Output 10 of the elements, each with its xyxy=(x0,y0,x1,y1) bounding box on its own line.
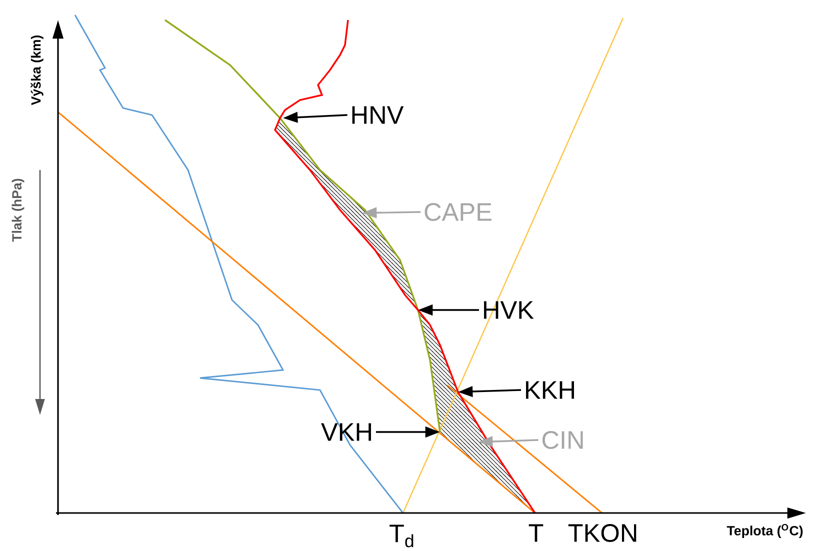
axis-value-label: T$_{d}$ xyxy=(390,524,414,548)
axis-value-label: TKON xyxy=(568,524,636,542)
point-label: KKH xyxy=(526,381,574,399)
point-label: CAPE xyxy=(424,203,492,221)
axis-value-label: T xyxy=(528,524,544,542)
axis-label: Tlak (hPa) xyxy=(12,178,24,242)
point-label: HNV xyxy=(352,106,404,124)
point-label: CIN xyxy=(542,431,583,449)
axis-label: Výška (km) xyxy=(30,35,44,106)
axis-label: Teplota ($^{O}$C) xyxy=(726,524,803,538)
